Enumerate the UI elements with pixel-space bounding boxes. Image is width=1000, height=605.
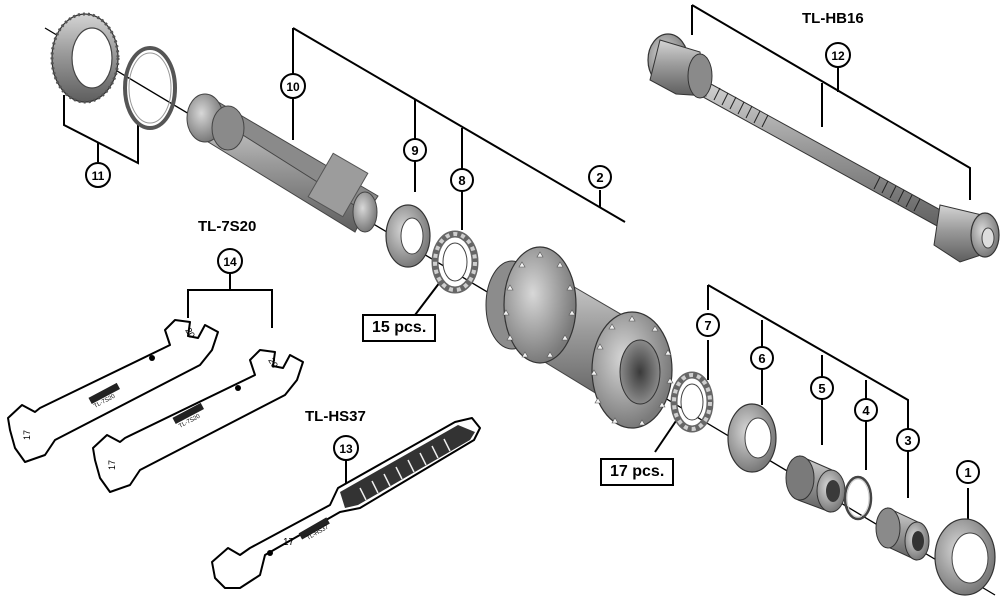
svg-text:13: 13 — [339, 442, 353, 456]
svg-text:11: 11 — [92, 169, 105, 183]
lock-nut-part-3 — [875, 507, 930, 561]
lockring-part-11 — [50, 12, 177, 130]
svg-text:2: 2 — [596, 170, 603, 185]
tool-label-tl-hb16: TL-HB16 — [802, 10, 864, 27]
callout-1: 1 — [956, 460, 980, 484]
svg-text:8: 8 — [458, 173, 465, 188]
callout-4: 4 — [854, 398, 878, 422]
quantity-box-15-pcs: 15 pcs. — [362, 314, 437, 342]
seal-part-6 — [727, 403, 777, 473]
svg-text:9: 9 — [411, 143, 418, 158]
svg-text:7: 7 — [704, 318, 711, 333]
callout-6: 6 — [750, 346, 774, 370]
wrench-size-17-hs37: 17 — [283, 537, 295, 548]
callout-14: 14 — [217, 248, 243, 274]
svg-text:12: 12 — [831, 49, 845, 63]
callout-7: 7 — [696, 313, 720, 337]
hub-wrench-part-13 — [211, 417, 481, 589]
freehub-body-part-10 — [186, 93, 379, 233]
axle-tool-part-12 — [647, 33, 1000, 263]
svg-text:4: 4 — [862, 403, 870, 418]
wrench-size-17-right: 17 — [107, 460, 117, 470]
o-ring-part-4 — [843, 475, 873, 521]
ball-retainer-part-7 — [670, 371, 714, 433]
callout-9: 9 — [403, 138, 427, 162]
callout-8: 8 — [450, 168, 474, 192]
callout-markers: 1 2 3 4 5 6 7 8 9 10 11 12 13 14 — [85, 42, 980, 484]
quantity-box-17-pcs: 17 pcs. — [600, 458, 675, 486]
tool-label-tl-hs37: TL-HS37 — [305, 408, 366, 425]
callout-3: 3 — [896, 428, 920, 452]
callout-2: 2 — [588, 165, 612, 189]
hub-shell-part-2 — [485, 246, 674, 429]
wrench-size-17-left: 17 — [22, 430, 32, 440]
tool-label-tl-7s20: TL-7S20 — [198, 218, 257, 235]
svg-text:5: 5 — [818, 381, 825, 396]
callout-5: 5 — [810, 376, 834, 400]
cone-wrench-pair-part-14 — [7, 319, 304, 493]
callout-12: 12 — [825, 42, 851, 68]
callout-10: 10 — [280, 73, 306, 99]
dust-cap-part-1 — [934, 518, 996, 596]
callout-13: 13 — [333, 435, 359, 461]
svg-text:1: 1 — [964, 465, 971, 480]
svg-text:10: 10 — [286, 80, 300, 94]
svg-text:6: 6 — [758, 351, 765, 366]
svg-text:3: 3 — [904, 433, 911, 448]
washer-part-9 — [385, 204, 431, 268]
svg-text:14: 14 — [223, 255, 237, 269]
wrench-size-20-right: 20 — [266, 356, 280, 370]
callout-11: 11 — [85, 162, 111, 188]
ball-retainer-part-8 — [431, 230, 479, 294]
cone-part-5 — [785, 455, 846, 513]
leader-lines — [63, 4, 971, 520]
wrench-size-20-left: 20 — [183, 326, 197, 340]
